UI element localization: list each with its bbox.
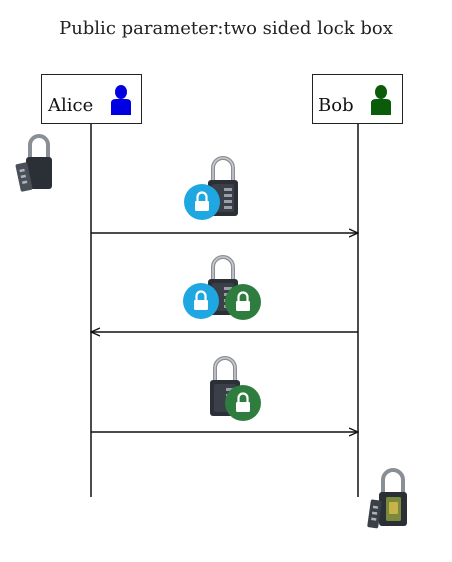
actor-label-alice: Alice	[48, 95, 94, 116]
bob-lock-badge-icon	[225, 385, 261, 421]
message-1	[91, 156, 358, 233]
person-icon	[111, 85, 131, 115]
open-lockbox-icon	[367, 468, 407, 529]
open-lockbox-icon	[15, 134, 52, 192]
alice-lock-badge-icon	[183, 283, 219, 319]
message-3	[91, 356, 358, 432]
alice-lock-badge-icon	[184, 184, 220, 220]
actor-label-bob: Bob	[318, 95, 354, 116]
bob-lock-badge-icon	[225, 284, 261, 320]
diagram-title: Public parameter:two sided lock box	[59, 18, 393, 39]
person-icon	[371, 85, 391, 115]
message-2	[91, 255, 358, 332]
actor-box-bob	[312, 74, 403, 124]
